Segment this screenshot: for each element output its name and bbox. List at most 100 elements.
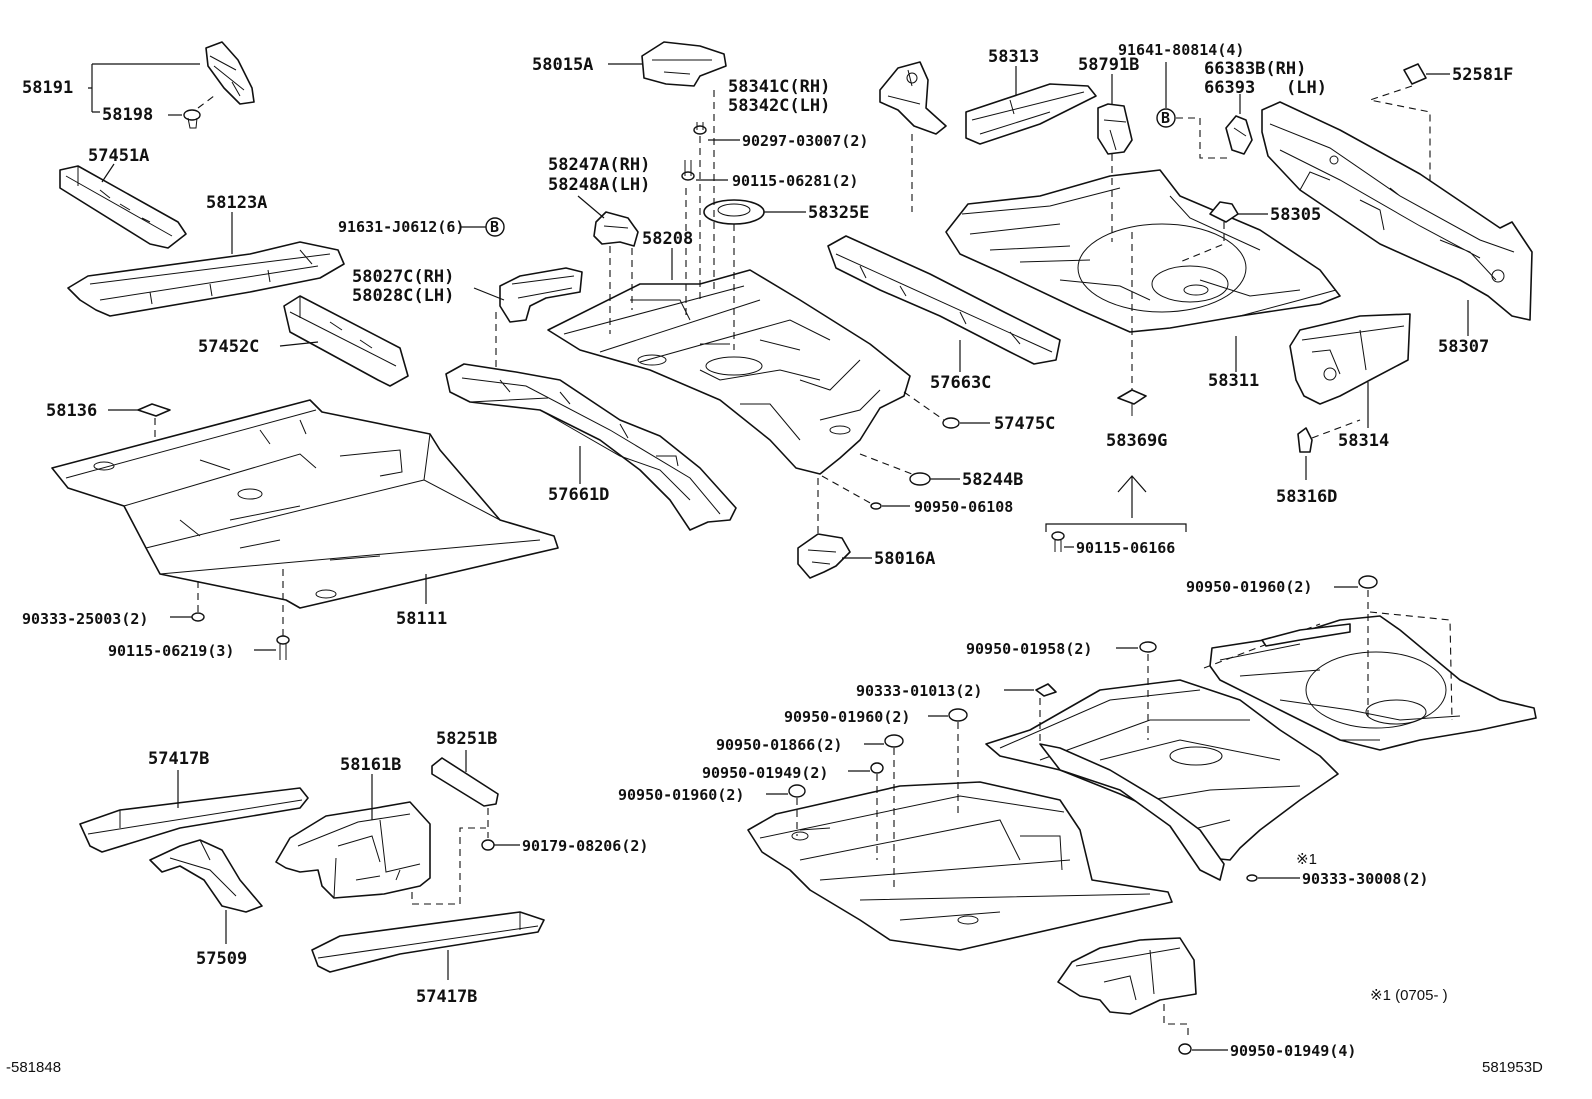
label-57417b-bottom: 57417B [416, 987, 477, 1007]
part-58305-bracket [1209, 201, 1239, 223]
plug-90950-06108 [870, 502, 882, 510]
label-90950-01960-a: 90950-01960(2) [1186, 578, 1312, 596]
label-58307: 58307 [1438, 337, 1489, 357]
plate-90333-01013 [1035, 683, 1057, 697]
bolt-90115-06281 [681, 160, 695, 181]
ref-number-left: -581848 [6, 1059, 61, 1076]
label-58111: 58111 [396, 609, 447, 629]
part-66383b-pad [1225, 115, 1253, 155]
part-58016a-bracket [797, 533, 851, 579]
bolt-90297-03007 [693, 122, 707, 135]
label-58027c: 58027C(RH) [352, 267, 454, 287]
part-58244b-grommet [909, 472, 931, 486]
part-58314-bracket [1289, 313, 1411, 405]
part-58341c-bracket [879, 61, 947, 135]
part-58111-front-floor-pan [51, 399, 559, 609]
bolt-90115-06219 [276, 635, 290, 660]
label-90950-01949-b: 90950-01949(4) [1230, 1042, 1356, 1060]
callout-b-circle [485, 217, 505, 237]
assembled-floor-view [747, 611, 1537, 951]
part-57417b-rail-bottom [311, 911, 545, 973]
part-57661d-side-member [445, 363, 737, 531]
plug-90950-01866 [884, 734, 904, 748]
part-52581f-clip [1403, 63, 1427, 85]
plug-90950-01960-a [1358, 575, 1378, 589]
label-57475c: 57475C [994, 414, 1055, 434]
label-57661d: 57661D [548, 485, 609, 505]
nut-90950-01949-b [1178, 1043, 1192, 1055]
part-58251b-strap [431, 757, 499, 807]
part-58161b-member [275, 801, 431, 899]
callout-b-letter-2: B [1161, 109, 1170, 127]
label-58247a: 58247A(RH) [548, 155, 650, 175]
plug-90950-01960-b [948, 708, 968, 722]
label-66383b: 66383B(RH) [1204, 59, 1306, 79]
label-57417b-top: 57417B [148, 749, 209, 769]
label-58314: 58314 [1338, 431, 1389, 451]
part-58027c-bracket [499, 267, 583, 323]
label-90333-01013: 90333-01013(2) [856, 682, 982, 700]
label-58311: 58311 [1208, 371, 1259, 391]
label-90950-06108: 90950-06108 [914, 498, 1013, 516]
part-58123a-crossmember [67, 241, 345, 317]
label-52581f: 52581F [1452, 65, 1513, 85]
label-58244b: 58244B [962, 470, 1023, 490]
part-58311-rear-floor [945, 169, 1341, 333]
part-57451a-rail [59, 165, 187, 249]
note-marker: ※1 [1296, 851, 1317, 868]
plug-90950-01949-a [870, 762, 884, 774]
label-90950-01949-a: 90950-01949(2) [702, 764, 828, 782]
label-66393: 66393 [1204, 78, 1255, 98]
ref-number-right: 581953D [1482, 1059, 1543, 1076]
nut-90179-08206 [481, 839, 495, 851]
label-57451a: 57451A [88, 146, 149, 166]
part-57417b-rail-top [79, 787, 309, 853]
note-1-effective-date: ※1 (0705- ) [1370, 987, 1448, 1004]
label-90179: 90179-08206(2) [522, 837, 648, 855]
plug-90333-30008 [1246, 874, 1258, 882]
label-58028c: 58028C(LH) [352, 286, 454, 306]
label-66393-lh: (LH) [1286, 78, 1327, 98]
part-58247a-bracket [593, 211, 639, 247]
label-90950-01866: 90950-01866(2) [716, 736, 842, 754]
label-58342c: 58342C(LH) [728, 96, 830, 116]
part-57509-bracket [149, 839, 263, 913]
label-90115-06166: 90115-06166 [1076, 539, 1175, 557]
label-58369g: 58369G [1106, 431, 1167, 451]
label-58791b: 58791B [1078, 55, 1139, 75]
label-57509: 57509 [196, 949, 247, 969]
label-90950-01958: 90950-01958(2) [966, 640, 1092, 658]
plug-90950-01958 [1139, 641, 1157, 653]
label-58191: 58191 [22, 78, 73, 98]
label-58015a: 58015A [532, 55, 593, 75]
part-58015a-bracket [641, 41, 727, 87]
label-58208: 58208 [642, 229, 693, 249]
label-58161b: 58161B [340, 755, 401, 775]
part-58136-plate [137, 403, 171, 417]
label-90333-30008: 90333-30008(2) [1302, 870, 1428, 888]
label-58305: 58305 [1270, 205, 1321, 225]
label-58123a: 58123A [206, 193, 267, 213]
label-58341c: 58341C(RH) [728, 77, 830, 97]
callout-b-circle-2 [1156, 108, 1176, 128]
label-91641: 91641-80814(4) [1118, 41, 1244, 59]
part-58191-bracket [205, 41, 255, 105]
part-58198-clip [183, 109, 201, 129]
bolt-90115-06166 [1051, 531, 1065, 552]
label-57452c: 57452C [198, 337, 259, 357]
label-58016a: 58016A [874, 549, 935, 569]
label-90333-25003: 90333-25003(2) [22, 610, 148, 628]
part-58313-member [965, 83, 1097, 145]
part-58316d-clip [1297, 427, 1313, 453]
label-58316d: 58316D [1276, 487, 1337, 507]
label-90950-01960-b: 90950-01960(2) [784, 708, 910, 726]
part-57475c-grommet [942, 417, 960, 429]
part-57663c-member [827, 235, 1061, 365]
label-90297: 90297-03007(2) [742, 132, 868, 150]
label-90950-01960-c: 90950-01960(2) [618, 786, 744, 804]
label-57663c: 57663C [930, 373, 991, 393]
label-91631: 91631-J0612(6) [338, 218, 464, 236]
part-58791b-bracket [1097, 103, 1133, 155]
label-58325e: 58325E [808, 203, 869, 223]
